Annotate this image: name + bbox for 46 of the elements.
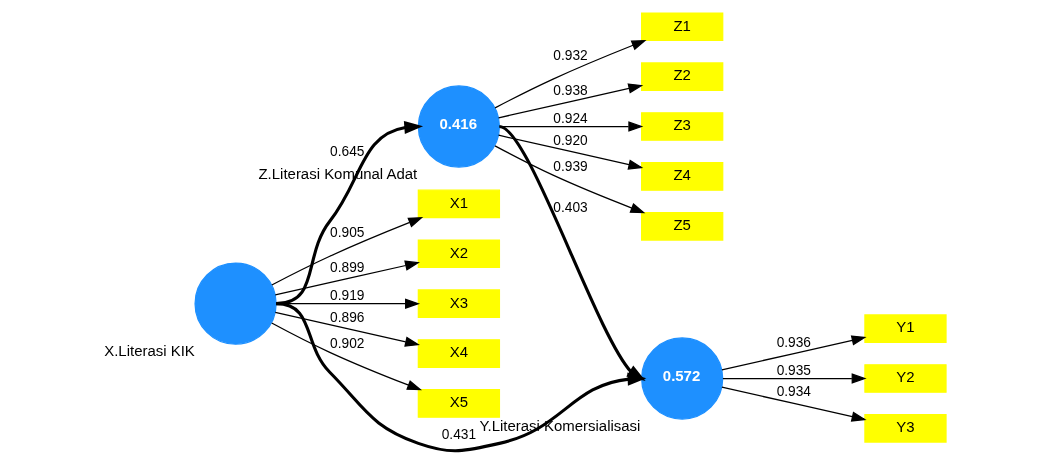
edge-label: 0.920 xyxy=(553,132,588,148)
node-box: X4 xyxy=(417,339,501,368)
node-box: Z4 xyxy=(641,162,724,191)
edge-label: 0.905 xyxy=(330,225,365,241)
node-label: Y.Literasi Komersialisasi xyxy=(479,417,641,435)
edge-label: 0.935 xyxy=(776,362,811,378)
edge-label: 0.403 xyxy=(553,200,588,216)
node-box: Y1 xyxy=(864,314,947,343)
node-box: X1 xyxy=(417,189,501,219)
edge-label: 0.932 xyxy=(553,48,588,64)
edge-label: 0.902 xyxy=(330,336,365,352)
arrow xyxy=(494,39,647,109)
arrow xyxy=(721,386,867,422)
edge-label: 0.899 xyxy=(330,260,365,276)
node-box: Z3 xyxy=(641,112,724,141)
node-box: Y2 xyxy=(864,364,947,393)
node-box: Z2 xyxy=(641,62,724,91)
node-circle: 0.572 xyxy=(641,337,724,420)
edge-label: 0.938 xyxy=(553,83,588,99)
arrow xyxy=(494,145,646,214)
edge-label: 0.924 xyxy=(553,110,588,126)
arrow xyxy=(722,373,867,384)
arrow xyxy=(721,335,867,371)
arrow xyxy=(497,83,644,119)
edge-label: 0.939 xyxy=(553,159,588,175)
node-box: Z1 xyxy=(641,12,724,42)
node-box: Z5 xyxy=(641,211,724,241)
arrow xyxy=(271,322,423,391)
edge-label: 0.934 xyxy=(776,383,811,399)
arrow xyxy=(274,311,420,347)
arrow xyxy=(271,217,424,286)
node-box: X2 xyxy=(417,239,501,269)
edge-label: 0.919 xyxy=(330,287,365,303)
node-circle xyxy=(194,262,277,345)
node-box: X3 xyxy=(417,289,501,318)
arrow xyxy=(276,121,424,306)
arrow xyxy=(497,134,644,170)
node-box: X5 xyxy=(417,389,501,418)
node-circle: 0.416 xyxy=(417,85,501,168)
node-box: Y3 xyxy=(864,414,947,443)
arrow xyxy=(274,260,420,296)
edge-label: 0.645 xyxy=(330,144,365,160)
edge-label: 0.431 xyxy=(441,427,477,443)
edge-label: 0.896 xyxy=(330,310,365,326)
edge-label: 0.936 xyxy=(776,335,811,351)
node-label: X.Literasi KIK xyxy=(104,342,195,360)
